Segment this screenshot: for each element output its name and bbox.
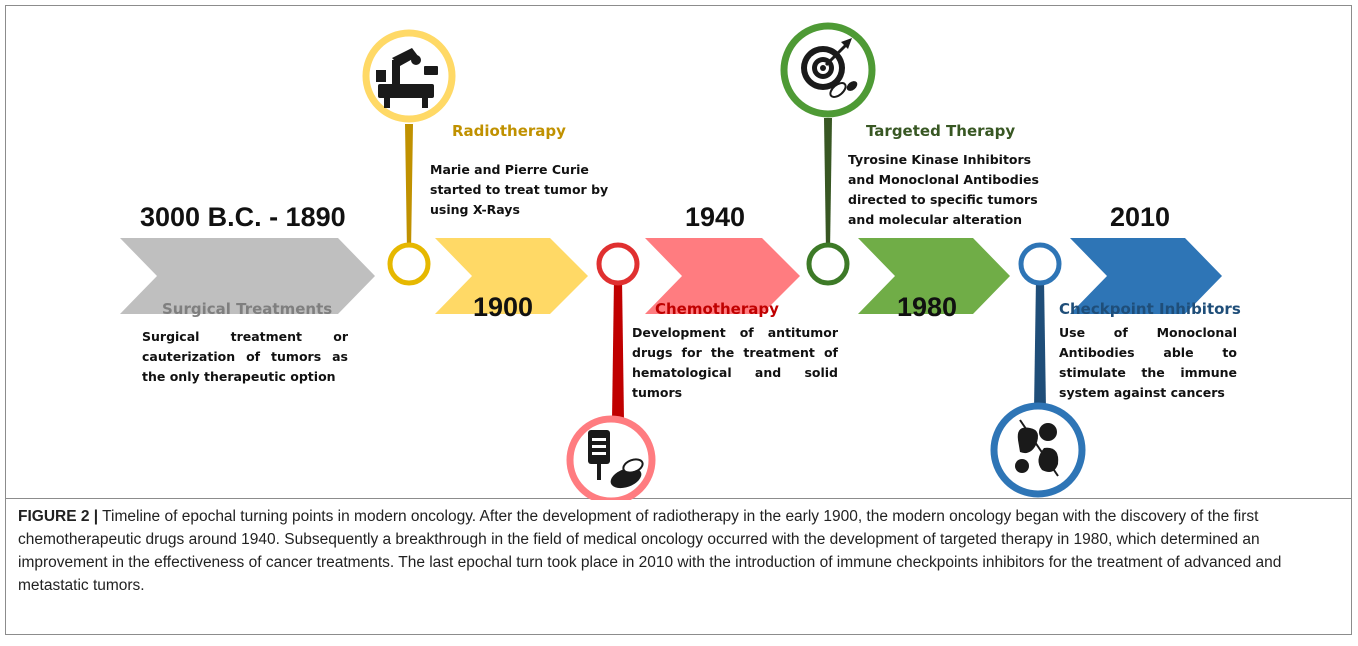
arrow-checkpoint (1070, 238, 1222, 314)
arrow-radiotherapy (435, 238, 588, 314)
iv-bag-pills-icon (588, 430, 644, 489)
era-title-checkpoint: Checkpoint Inhibitors (1059, 300, 1241, 318)
era-year-chemotherapy: 1940 (685, 202, 746, 232)
era-year-checkpoint: 2010 (1110, 202, 1171, 232)
era-desc-targeted: Tyrosine Kinase Inhibitors and Monoclona… (848, 152, 1039, 227)
caption-label: FIGURE 2 | (18, 508, 99, 525)
era-desc-radiotherapy: Marie and Pierre Curie started to treat … (430, 162, 609, 217)
era-year-targeted: 1980 (897, 292, 958, 322)
arrow-targeted (858, 238, 1010, 314)
era-title-radiotherapy: Radiotherapy (452, 122, 566, 140)
figure-frame (5, 5, 1352, 635)
immune-cells-icon (1015, 419, 1059, 477)
frame-divider (5, 498, 1352, 499)
timeline-diagram (120, 22, 1222, 500)
era-year-radiotherapy: 1900 (473, 292, 534, 322)
era-title-surgical: Surgical Treatments (162, 300, 333, 318)
target-pills-icon (801, 38, 858, 98)
era-year-surgical: 3000 B.C. - 1890 (140, 202, 346, 232)
radiotherapy-machine-icon (376, 48, 438, 108)
era-title-chemotherapy: Chemotherapy (655, 300, 779, 318)
era-desc-checkpoint: Use of Monoclonal Antibodies able to sti… (1059, 325, 1237, 400)
figure-caption: FIGURE 2 | Timeline of epochal turning p… (18, 505, 1338, 597)
marker-checkpoint (990, 242, 1086, 498)
arrow-chemotherapy (645, 238, 800, 314)
era-desc-surgical: Surgical treatment or cauterization of t… (142, 329, 348, 384)
era-title-targeted: Targeted Therapy (866, 122, 1016, 140)
caption-text: Timeline of epochal turning points in mo… (18, 508, 1282, 594)
era-desc-chemotherapy: Development of antitumor drugs for the t… (632, 325, 838, 400)
arrow-surgical (120, 238, 375, 314)
